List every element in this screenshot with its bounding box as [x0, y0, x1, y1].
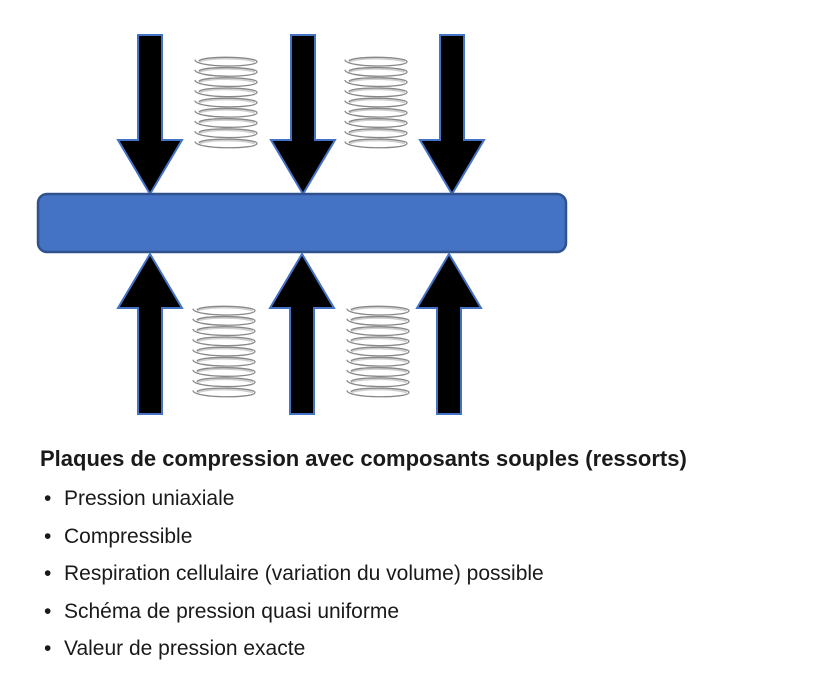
caption-title: Plaques de compression avec composants s…: [40, 446, 687, 471]
arrow-down-icon: [116, 34, 184, 196]
arrow-down-icon: [418, 34, 486, 196]
bullet-text: Pression uniaxiale: [64, 487, 235, 510]
bullet-text: Valeur de pression exacte: [64, 637, 306, 660]
bullet-text: Compressible: [64, 524, 193, 548]
bullet-dot: •: [44, 562, 52, 585]
compression-plate: [36, 192, 568, 254]
caption: Plaques de compression avec composants s…: [40, 442, 830, 668]
bullet-list: • Pression uniaxiale • Compressible • Respi…: [40, 480, 830, 668]
spring-icon: [346, 305, 410, 398]
bullet-item: • Schéma de pression quasi uniforme: [40, 593, 830, 631]
springs-bottom: [192, 305, 410, 398]
bullet-dot: •: [44, 487, 52, 510]
arrow-down-icon: [269, 34, 337, 196]
compression-diagram: [36, 34, 568, 415]
arrow-up-icon: [116, 252, 184, 415]
arrow-up-icon: [415, 252, 483, 415]
bullet-dot: •: [44, 524, 52, 548]
spring-icon: [192, 305, 256, 398]
bullet-item: • Pression uniaxiale: [40, 480, 830, 518]
bullet-dot: •: [44, 637, 52, 660]
spring-icon: [194, 56, 258, 149]
bullet-text: Schéma de pression quasi uniforme: [64, 599, 400, 623]
arrows-top: [116, 34, 486, 196]
bullet-item: • Respiration cellulaire (variation du vo…: [40, 555, 830, 593]
arrows-bottom: [116, 252, 483, 415]
bullet-text: Respiration cellulaire (variation du vol…: [64, 562, 544, 585]
bullet-item: • Valeur de pression exacte: [40, 630, 830, 668]
springs-top: [194, 56, 408, 149]
bullet-dot: •: [44, 599, 52, 623]
spring-icon: [344, 56, 408, 149]
bullet-item: • Compressible: [40, 518, 830, 556]
arrow-up-icon: [268, 252, 336, 415]
